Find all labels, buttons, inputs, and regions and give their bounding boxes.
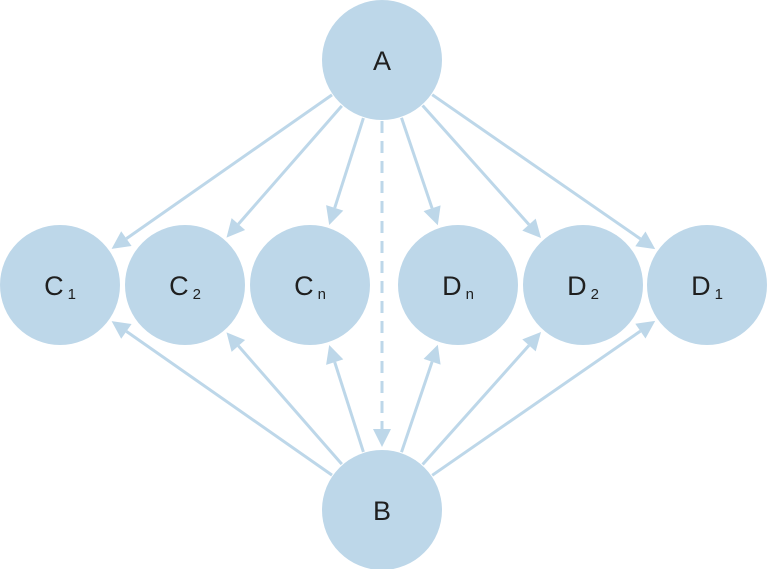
edge-a-to-dn bbox=[400, 117, 441, 226]
node-a[interactable]: A bbox=[322, 0, 442, 120]
edge-b-to-dn bbox=[400, 344, 441, 453]
arrowhead-icon bbox=[423, 205, 441, 226]
edge-a-to-d2 bbox=[421, 104, 541, 238]
svg-text:C2: C2 bbox=[169, 271, 201, 303]
edge-line bbox=[400, 361, 434, 453]
node-cn-subscript: n bbox=[318, 286, 326, 303]
node-c1-subscript: 1 bbox=[68, 286, 76, 303]
svg-text:Dn: Dn bbox=[442, 271, 474, 303]
arrowhead-icon bbox=[635, 231, 656, 250]
node-b-label: B bbox=[373, 496, 391, 526]
arrowhead-icon bbox=[373, 429, 391, 447]
node-dn-subscript: n bbox=[466, 286, 474, 303]
edge-line bbox=[237, 104, 343, 226]
edge-a-to-c1 bbox=[111, 93, 333, 249]
node-d1-subscript: 1 bbox=[715, 286, 723, 303]
arrowhead-icon bbox=[522, 332, 541, 352]
node-cn-label: C bbox=[294, 271, 314, 301]
edge-line bbox=[421, 344, 531, 466]
edge-a-to-cn bbox=[326, 117, 365, 225]
edge-b-to-c1 bbox=[111, 321, 333, 477]
edge-line bbox=[431, 93, 642, 241]
edge-a-to-b bbox=[373, 121, 391, 447]
edge-line bbox=[431, 329, 642, 477]
node-d1-label: D bbox=[691, 271, 711, 301]
node-c1-label: C bbox=[44, 271, 64, 301]
svg-text:D1: D1 bbox=[691, 271, 723, 303]
arrowhead-icon bbox=[423, 344, 441, 365]
edge-line bbox=[125, 330, 333, 477]
node-b[interactable]: B bbox=[322, 450, 442, 569]
edge-line bbox=[421, 104, 531, 226]
edge-line bbox=[237, 344, 343, 466]
node-a-label: A bbox=[373, 46, 391, 76]
arrowhead-icon bbox=[326, 205, 344, 225]
edge-line bbox=[333, 361, 365, 453]
edge-b-to-c2 bbox=[226, 332, 343, 466]
arrowhead-icon bbox=[522, 218, 541, 238]
edge-b-to-d2 bbox=[421, 332, 541, 466]
node-c2-subscript: 2 bbox=[193, 286, 201, 303]
edges-layer bbox=[111, 93, 656, 477]
arrowhead-icon bbox=[226, 218, 246, 238]
node-d2-subscript: 2 bbox=[591, 286, 599, 303]
edge-a-to-d1 bbox=[431, 93, 656, 250]
edge-line bbox=[333, 117, 365, 209]
arrowhead-icon bbox=[326, 345, 344, 365]
arrowhead-icon bbox=[226, 332, 246, 352]
edge-b-to-d1 bbox=[431, 320, 656, 477]
svg-text:Cn: Cn bbox=[294, 271, 326, 303]
arrowhead-icon bbox=[635, 320, 656, 339]
edge-line bbox=[125, 93, 333, 240]
edge-b-to-cn bbox=[326, 345, 365, 453]
node-c2-label: C bbox=[169, 271, 189, 301]
svg-text:D2: D2 bbox=[567, 271, 599, 303]
arrowhead-icon bbox=[111, 231, 132, 249]
svg-text:C1: C1 bbox=[44, 271, 76, 303]
edge-a-to-c2 bbox=[226, 104, 343, 238]
edge-line bbox=[400, 117, 434, 209]
node-dn-label: D bbox=[442, 271, 462, 301]
arrowhead-icon bbox=[111, 321, 132, 339]
node-d2-label: D bbox=[567, 271, 587, 301]
